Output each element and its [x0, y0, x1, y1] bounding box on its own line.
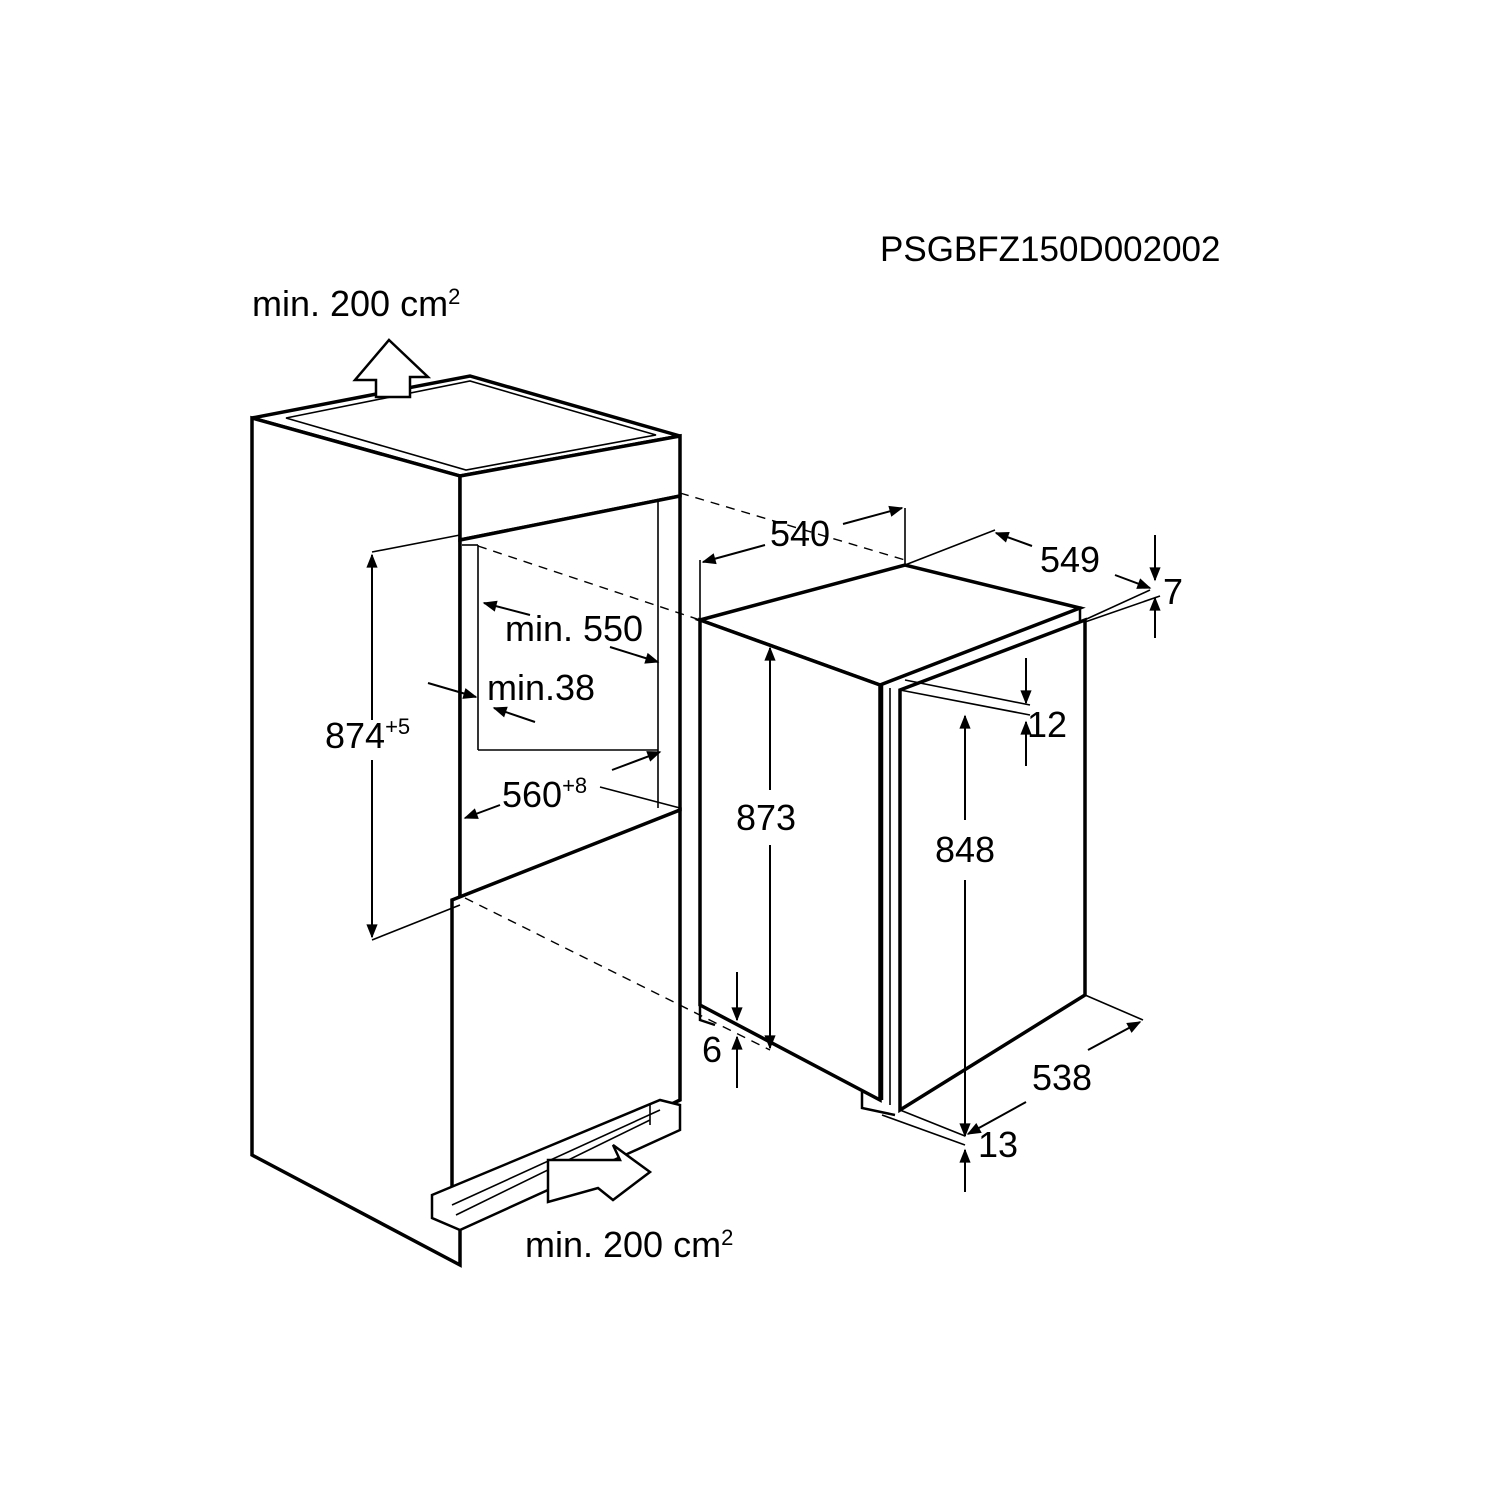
door-width-label: 538: [1032, 1057, 1092, 1098]
foot-height-label: 6: [702, 1029, 722, 1070]
niche-depth-label: min. 550: [505, 608, 643, 649]
door-gap-label: 12: [1027, 704, 1067, 745]
bottom-offset-label: 13: [978, 1124, 1018, 1165]
top-offset-label: 7: [1163, 571, 1183, 612]
appliance-height-label: 873: [736, 797, 796, 838]
niche-width-label: 560+8: [502, 773, 587, 815]
ventilation-top-label: min. 200 cm2: [252, 283, 460, 324]
appliance-depth-label: 549: [1040, 539, 1100, 580]
model-code: PSGBFZ150D002002: [880, 230, 1220, 269]
side-gap-label: min.38: [487, 667, 595, 708]
cabinet: [250, 374, 682, 1268]
niche-height-label: 874+5: [325, 714, 410, 756]
ventilation-in-arrow-icon: [546, 1143, 653, 1204]
appliance: [694, 563, 1087, 1117]
ventilation-bottom-label: min. 200 cm2: [525, 1224, 733, 1265]
door-height-label: 848: [935, 829, 995, 870]
ventilation-up-arrow-icon: [352, 338, 432, 399]
appliance-width-label: 540: [770, 513, 830, 554]
